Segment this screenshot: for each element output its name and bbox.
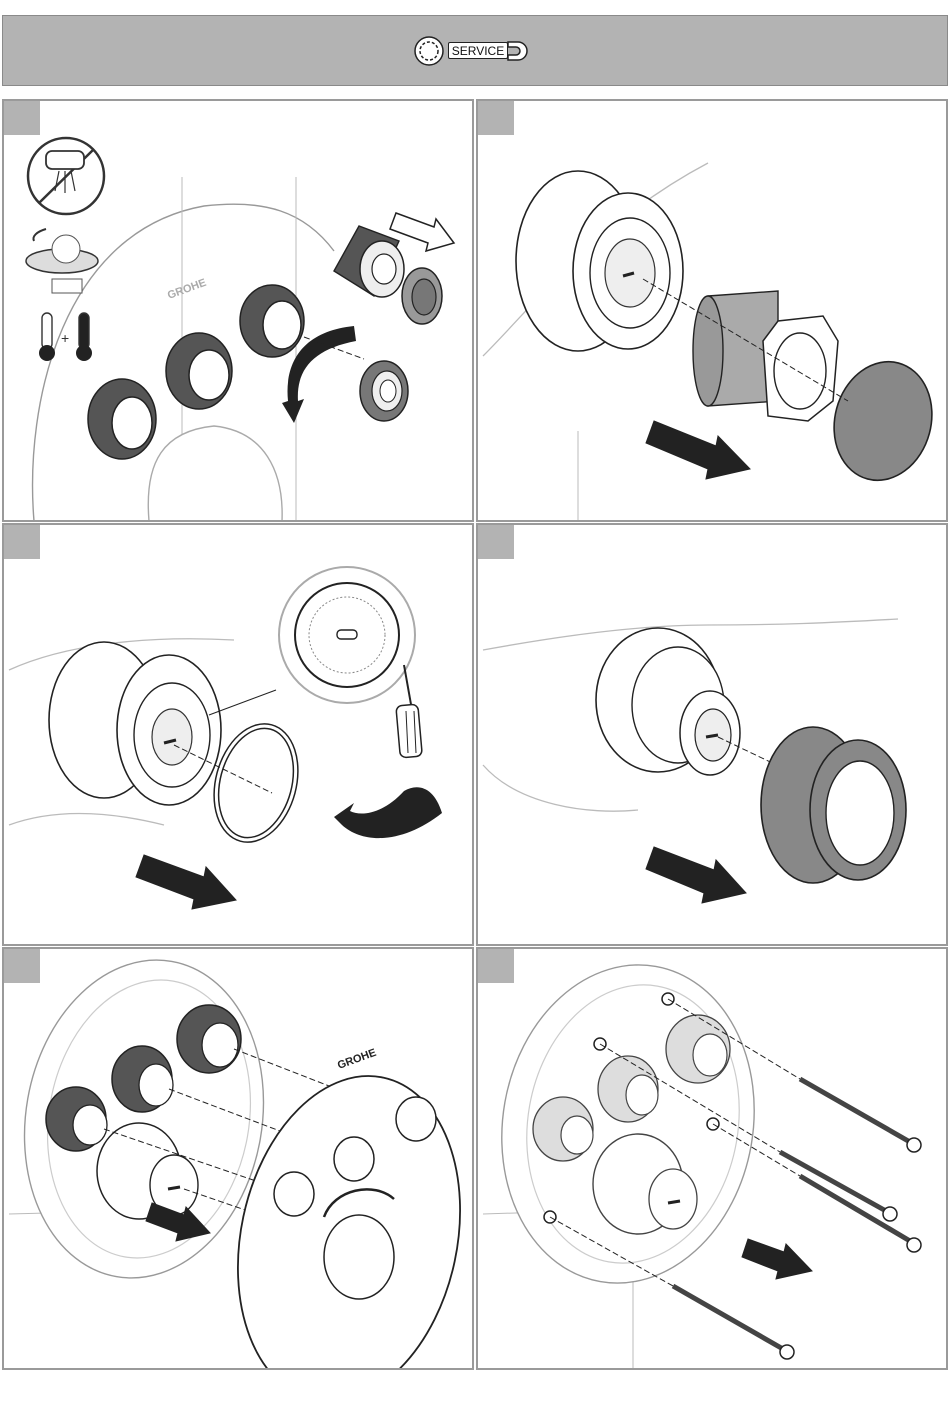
step-panel-5: GROHE (2, 947, 474, 1370)
step-panel-4 (476, 523, 948, 946)
cap-disk (402, 268, 442, 324)
step-4-illustration (478, 525, 948, 946)
gear-icon (415, 37, 443, 65)
step-panel-3 (2, 523, 474, 946)
knob-left (88, 379, 156, 459)
knob-top (177, 1005, 241, 1073)
detail-inset (279, 567, 415, 703)
step-panel-2 (476, 99, 948, 522)
pull-arrow (646, 421, 750, 479)
pull-arrow (742, 1239, 812, 1279)
pull-arrow (646, 847, 746, 903)
service-label: SERVICE (448, 42, 508, 59)
step-panel-1: GROHE + (2, 99, 474, 522)
dial-housing (516, 171, 683, 351)
knob-left (533, 1097, 593, 1161)
cartridge-knob (334, 226, 404, 297)
knob-top (666, 1015, 730, 1083)
grohe-logo: GROHE (166, 277, 208, 302)
no-spray-icon (28, 138, 104, 214)
knob-right (240, 285, 304, 357)
knob-left (46, 1087, 107, 1151)
step-1-illustration: GROHE + (4, 101, 474, 522)
dial-housing (49, 642, 221, 805)
rotate-arrow (334, 787, 442, 838)
step-panel-6 (476, 947, 948, 1370)
grohe-logo: GROHE (336, 1047, 378, 1072)
cover-disk (821, 351, 945, 492)
bearing-ring (360, 361, 408, 421)
pull-arrow (390, 213, 454, 251)
cartridge-spindle (680, 691, 740, 775)
step-6-illustration (478, 949, 948, 1370)
knob-mid (598, 1056, 658, 1122)
knob-middle (166, 333, 232, 409)
step-2-illustration (478, 101, 948, 522)
step-5-illustration: GROHE (4, 949, 474, 1370)
wrench-icon (508, 42, 527, 60)
mounting-plate (478, 949, 779, 1303)
pull-arrow (136, 855, 236, 909)
knob-mid (112, 1046, 173, 1112)
retainer-clip (763, 316, 838, 421)
plus-sign: + (61, 330, 69, 346)
step-3-illustration (4, 525, 474, 946)
sleeve-housing (761, 727, 906, 883)
